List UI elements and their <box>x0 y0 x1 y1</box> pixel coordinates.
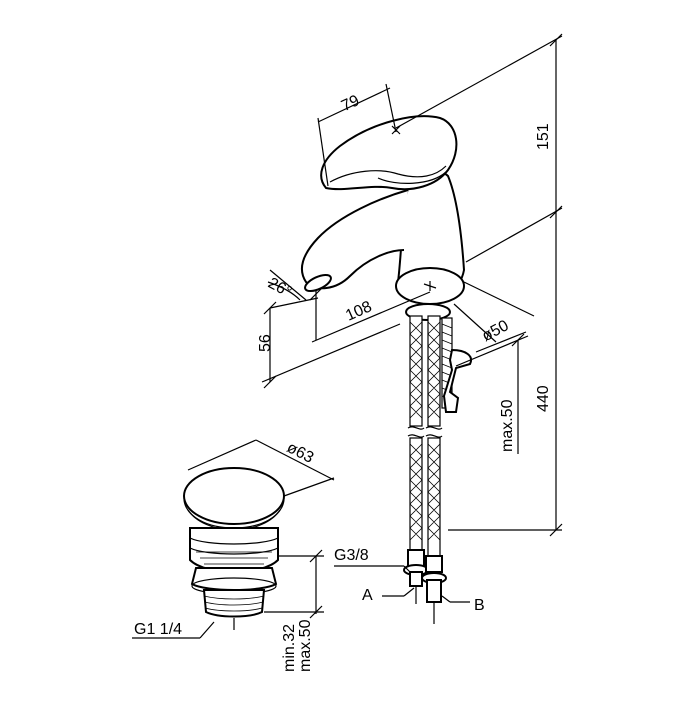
waste-thread-body <box>202 589 266 618</box>
waste-flange <box>190 567 278 591</box>
fixing-bracket <box>442 348 472 413</box>
handle-lever <box>320 115 458 191</box>
label-spout-angle: 26° <box>265 275 294 301</box>
waste-upper-body <box>189 527 279 574</box>
faucet-spout <box>301 189 409 290</box>
label-deck-thickness: max.50 <box>499 399 516 452</box>
label-waste-height-max: max.50 <box>297 619 314 672</box>
label-top-height: 151 <box>535 123 552 150</box>
popup-waste <box>132 439 335 639</box>
waste-cap <box>183 467 285 525</box>
callout-b: B <box>474 597 485 614</box>
hose-fitting-b <box>421 555 447 624</box>
label-spout-height: 56 <box>257 334 274 352</box>
label-hose-thread: G3/8 <box>334 547 369 564</box>
callout-a: A <box>362 587 373 604</box>
label-spout-reach: 108 <box>343 298 374 324</box>
hose-break-marks <box>407 426 443 438</box>
dimension-labels: 79 151 26° 108 56 ø50 max.50 440 ø63 G1 … <box>134 92 552 672</box>
hose-braid-upper <box>409 321 441 419</box>
mounting-assembly <box>403 303 472 624</box>
label-waste-thread: G1 1/4 <box>134 621 182 638</box>
handle-lever-edge <box>329 165 447 183</box>
faucet <box>301 115 466 305</box>
hose-fitting-a <box>403 549 429 604</box>
dimension-lines <box>261 33 563 603</box>
base-center-mark <box>423 281 437 291</box>
label-total-height: 440 <box>535 385 552 412</box>
label-handle-width: 79 <box>339 92 362 115</box>
handle-cap <box>377 171 447 184</box>
aerator <box>304 273 332 293</box>
hose-braid-lower <box>409 443 441 541</box>
label-waste-height-min: min.32 <box>281 624 298 672</box>
